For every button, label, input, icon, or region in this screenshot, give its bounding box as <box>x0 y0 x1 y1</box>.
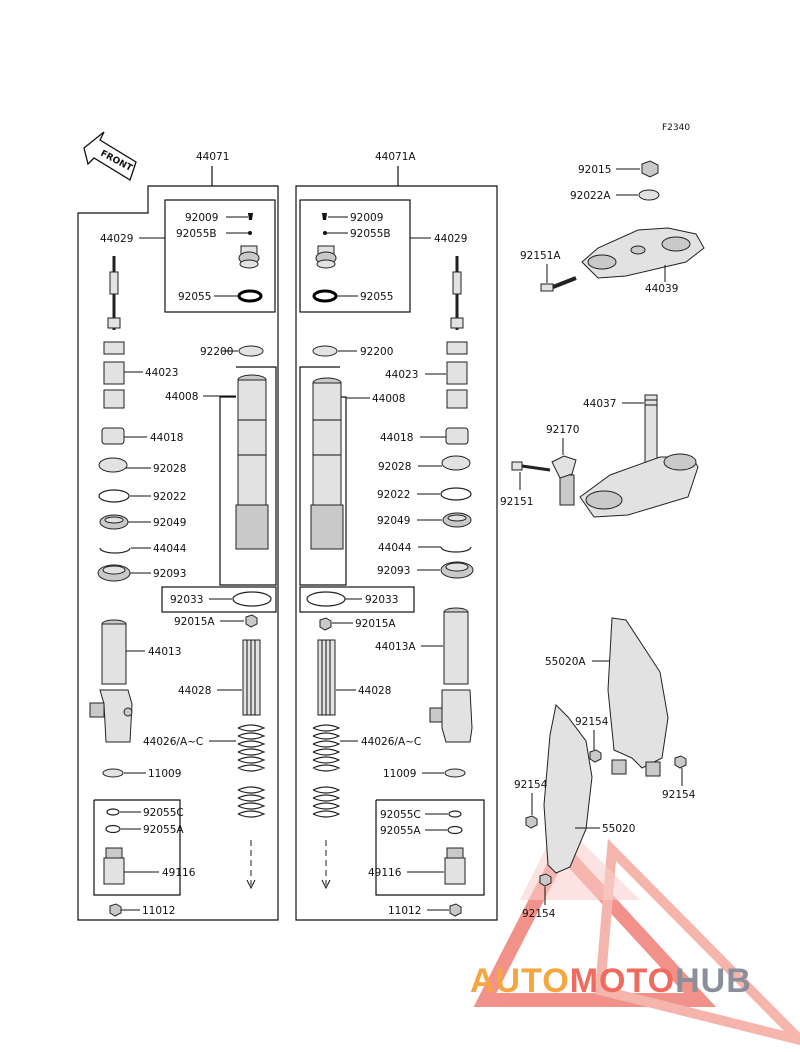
label-92055C-left: 92055C <box>143 807 184 819</box>
cartridge-icon <box>242 639 261 716</box>
clamp-bracket-icon <box>551 455 577 479</box>
assembly-44071A: 44071A <box>375 151 416 163</box>
label-11009-right: 11009 <box>383 768 416 780</box>
label-44008-left: 44008 <box>165 391 198 403</box>
label-92015A-left: 92015A <box>174 616 215 628</box>
label-44013-left: 44013 <box>148 646 181 658</box>
label-44023-right: 44023 <box>385 369 418 381</box>
label-92015: 92015 <box>578 164 611 176</box>
label-44044-left: 44044 <box>153 543 187 555</box>
label-92055C-right: 92055C <box>380 809 421 821</box>
label-92154-c: 92154 <box>514 779 548 791</box>
outer-tube-icon <box>89 619 133 743</box>
left-fork-assembly: 44071 92009 92055B 92055 44029 92200 <box>77 151 279 921</box>
label-92049-right: 92049 <box>377 515 410 527</box>
label-92055A-right: 92055A <box>380 825 421 837</box>
damper-rod-icon <box>446 256 468 409</box>
spring-icon <box>312 724 341 890</box>
label-92151A: 92151A <box>520 250 561 262</box>
label-44028-right: 44028 <box>358 685 391 697</box>
label-11009-left: 11009 <box>148 768 181 780</box>
label-44039: 44039 <box>645 283 678 295</box>
label-55020: 55020 <box>602 823 635 835</box>
label-92055B-right: 92055B <box>350 228 391 240</box>
nut-icon <box>641 160 659 178</box>
label-92009-right: 92009 <box>350 212 383 224</box>
fork-cap-icon <box>238 245 260 269</box>
label-92154-d: 92154 <box>522 908 556 920</box>
damper-rod-icon <box>103 256 125 409</box>
bolt-icon <box>248 213 253 220</box>
label-44026-left: 44026/A~C <box>143 736 203 748</box>
base-valve-icon <box>103 847 125 885</box>
label-44018-left: 44018 <box>150 432 183 444</box>
guard-lower-icon <box>543 703 593 874</box>
label-92033-left: 92033 <box>170 594 203 606</box>
label-44018-right: 44018 <box>380 432 413 444</box>
label-92055A-left: 92055A <box>143 824 184 836</box>
label-92022-right: 92022 <box>377 489 410 501</box>
label-49116-left: 49116 <box>162 867 196 879</box>
fork-cap-icon <box>315 245 337 269</box>
base-valve-icon <box>444 847 466 885</box>
label-92033-right: 92033 <box>365 594 398 606</box>
label-44037: 44037 <box>583 398 616 410</box>
label-92049-left: 92049 <box>153 517 186 529</box>
lower-clamp-icon <box>559 394 699 518</box>
label-92093-left: 92093 <box>153 568 186 580</box>
o-ring-icon <box>237 289 263 303</box>
front-arrow-icon: FRONT <box>83 131 137 181</box>
label-92200-right: 92200 <box>360 346 393 358</box>
label-11012-left: 11012 <box>142 905 175 917</box>
inner-tube-icon <box>310 377 344 550</box>
label-92022-left: 92022 <box>153 491 186 503</box>
watermark-logo <box>473 820 800 1046</box>
label-44044-right: 44044 <box>378 542 412 554</box>
assembly-44071: 44071 <box>196 151 229 163</box>
label-92170: 92170 <box>546 424 579 436</box>
label-44026-right: 44026/A~C <box>361 736 421 748</box>
label-92055-right: 92055 <box>360 291 393 303</box>
label-44008-right: 44008 <box>372 393 405 405</box>
label-92028-right: 92028 <box>378 461 411 473</box>
label-44029-left: 44029 <box>100 233 133 245</box>
label-92154-b: 92154 <box>662 789 696 801</box>
inner-tube-icon <box>235 374 269 550</box>
label-92093-right: 92093 <box>377 565 410 577</box>
label-49116-right: 49116 <box>368 867 402 879</box>
label-44029-right: 44029 <box>434 233 467 245</box>
label-92055B-left: 92055B <box>176 228 217 240</box>
outer-tube-icon <box>429 607 473 743</box>
label-92200-left: 92200 <box>200 346 233 358</box>
label-11012-right: 11012 <box>388 905 421 917</box>
watermark-text: AUTOMOTOHUB <box>470 962 752 1000</box>
label-92009-left: 92009 <box>185 212 218 224</box>
right-fork-assembly: 44071A 92009 92055B 92055 44029 92200 <box>295 151 498 921</box>
label-55020A: 55020A <box>545 656 586 668</box>
label-92028-left: 92028 <box>153 463 186 475</box>
label-92022A: 92022A <box>570 190 611 202</box>
label-44013A-right: 44013A <box>375 641 416 653</box>
label-44028-left: 44028 <box>178 685 211 697</box>
cartridge-icon <box>317 639 336 716</box>
bolt-icon <box>540 276 577 292</box>
spring-icon <box>237 724 266 890</box>
label-44023-left: 44023 <box>145 367 178 379</box>
label-92055-left: 92055 <box>178 291 211 303</box>
label-92154-a: 92154 <box>575 716 609 728</box>
label-92151: 92151 <box>500 496 533 508</box>
bolt-icon <box>511 461 551 472</box>
upper-clamp-icon <box>581 227 705 279</box>
figure-code: F2340 <box>662 123 690 133</box>
triple-clamp-assembly: 92015 92022A 92151A 44039 44037 <box>500 160 705 518</box>
guard-upper-icon <box>607 617 669 769</box>
fork-guard-assembly: 55020A 92154 92154 92154 55020 92154 <box>514 617 696 920</box>
label-92015A-right: 92015A <box>355 618 396 630</box>
